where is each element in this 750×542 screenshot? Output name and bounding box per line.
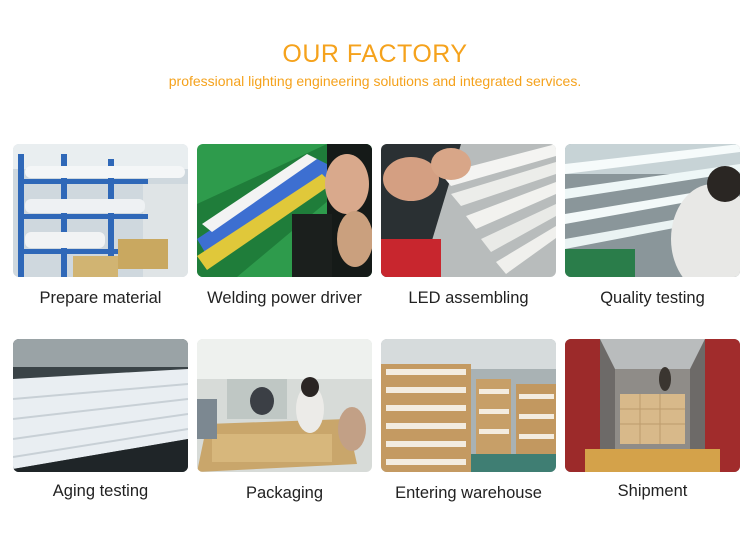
step-card-welding-power-driver: Welding power driver: [197, 144, 372, 307]
step-card-quality-testing: Quality testing: [565, 144, 740, 307]
step-card-shipment: Shipment: [565, 339, 740, 500]
page-title: OUR FACTORY: [282, 40, 468, 68]
step-label: Quality testing: [600, 289, 705, 307]
photo-prepare-material: [13, 144, 188, 277]
step-card-aging-testing: Aging testing: [13, 339, 188, 500]
step-label: Shipment: [617, 482, 688, 500]
photo-welding-power-driver: [197, 144, 372, 277]
photo-entering-warehouse: [381, 339, 556, 472]
photo-packaging: [197, 339, 372, 472]
step-card-entering-warehouse: Entering warehouse: [381, 339, 556, 502]
page-subtitle: professional lighting engineering soluti…: [168, 73, 582, 89]
step-label: Welding power driver: [207, 289, 362, 307]
step-label: Entering warehouse: [395, 484, 542, 502]
step-label: Aging testing: [52, 482, 149, 500]
photo-shipment: [565, 339, 740, 472]
step-label: Prepare material: [39, 289, 162, 307]
photo-aging-testing: [13, 339, 188, 472]
step-card-packaging: Packaging: [197, 339, 372, 502]
step-label: Packaging: [245, 484, 324, 502]
photo-led-assembling: [381, 144, 556, 277]
step-card-prepare-material: Prepare material: [13, 144, 188, 307]
step-card-led-assembling: LED assembling: [381, 144, 556, 307]
step-label: LED assembling: [408, 289, 529, 307]
photo-quality-testing: [565, 144, 740, 277]
